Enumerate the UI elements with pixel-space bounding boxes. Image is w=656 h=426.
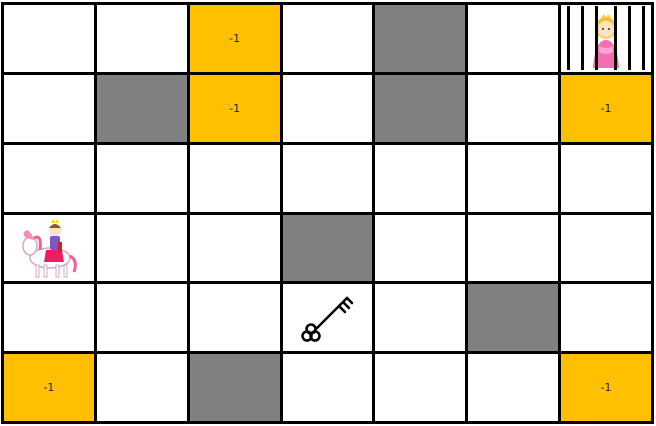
key-cell[interactable]: [282, 284, 373, 352]
grid-cell[interactable]: [468, 214, 559, 282]
grid-cell[interactable]: [282, 5, 373, 72]
grid-cell[interactable]: [468, 74, 559, 142]
prince-on-horse-icon: [22, 218, 77, 278]
wall-cell[interactable]: [282, 214, 373, 282]
grid-cell[interactable]: [468, 144, 559, 212]
grid-cell[interactable]: [282, 144, 373, 212]
grid-cell[interactable]: [468, 5, 559, 72]
grid-cell[interactable]: [561, 284, 651, 352]
grid-cell[interactable]: [468, 354, 559, 421]
grid-cell[interactable]: [561, 144, 651, 212]
grid-cell[interactable]: [4, 144, 94, 212]
grid-cell[interactable]: [4, 74, 94, 142]
penalty-label: -1: [229, 31, 241, 45]
wall-cell[interactable]: [96, 74, 187, 142]
wall-cell[interactable]: [189, 354, 280, 421]
grid-cell[interactable]: [375, 354, 466, 421]
grid-cell[interactable]: [282, 74, 373, 142]
grid-cell[interactable]: [375, 284, 466, 352]
grid-cell[interactable]: [4, 284, 94, 352]
penalty-label: -1: [229, 101, 241, 115]
grid-cell[interactable]: [282, 354, 373, 421]
grid-cell[interactable]: [189, 214, 280, 282]
grid-cell[interactable]: [96, 354, 187, 421]
grid-cell[interactable]: [96, 214, 187, 282]
prince-cell[interactable]: [4, 214, 94, 282]
penalty-cell[interactable]: -1: [561, 74, 651, 142]
grid-cell[interactable]: [375, 144, 466, 212]
penalty-cell[interactable]: -1: [561, 354, 651, 421]
grid-cell[interactable]: [375, 214, 466, 282]
penalty-label: -1: [600, 381, 612, 395]
princess-in-cage-icon: [561, 5, 651, 72]
grid-cell[interactable]: [96, 284, 187, 352]
penalty-label: -1: [600, 101, 612, 115]
princess-cell[interactable]: [561, 5, 651, 72]
wall-cell[interactable]: [375, 74, 466, 142]
grid-cell[interactable]: [96, 5, 187, 72]
key-icon: [283, 284, 373, 351]
penalty-cell[interactable]: -1: [189, 74, 280, 142]
princess-in-cage-icon: [567, 6, 646, 71]
grid-cell[interactable]: [189, 144, 280, 212]
grid-cell[interactable]: [561, 214, 651, 282]
grid-cell[interactable]: [189, 284, 280, 352]
prince-on-horse-icon: [4, 215, 94, 282]
penalty-cell[interactable]: -1: [189, 5, 280, 72]
key-icon: [301, 296, 354, 342]
wall-cell[interactable]: [375, 5, 466, 72]
penalty-label: -1: [43, 381, 55, 395]
grid-cell[interactable]: [96, 144, 187, 212]
wall-cell[interactable]: [468, 284, 559, 352]
grid-cell[interactable]: [4, 5, 94, 72]
penalty-cell[interactable]: -1: [4, 354, 94, 421]
